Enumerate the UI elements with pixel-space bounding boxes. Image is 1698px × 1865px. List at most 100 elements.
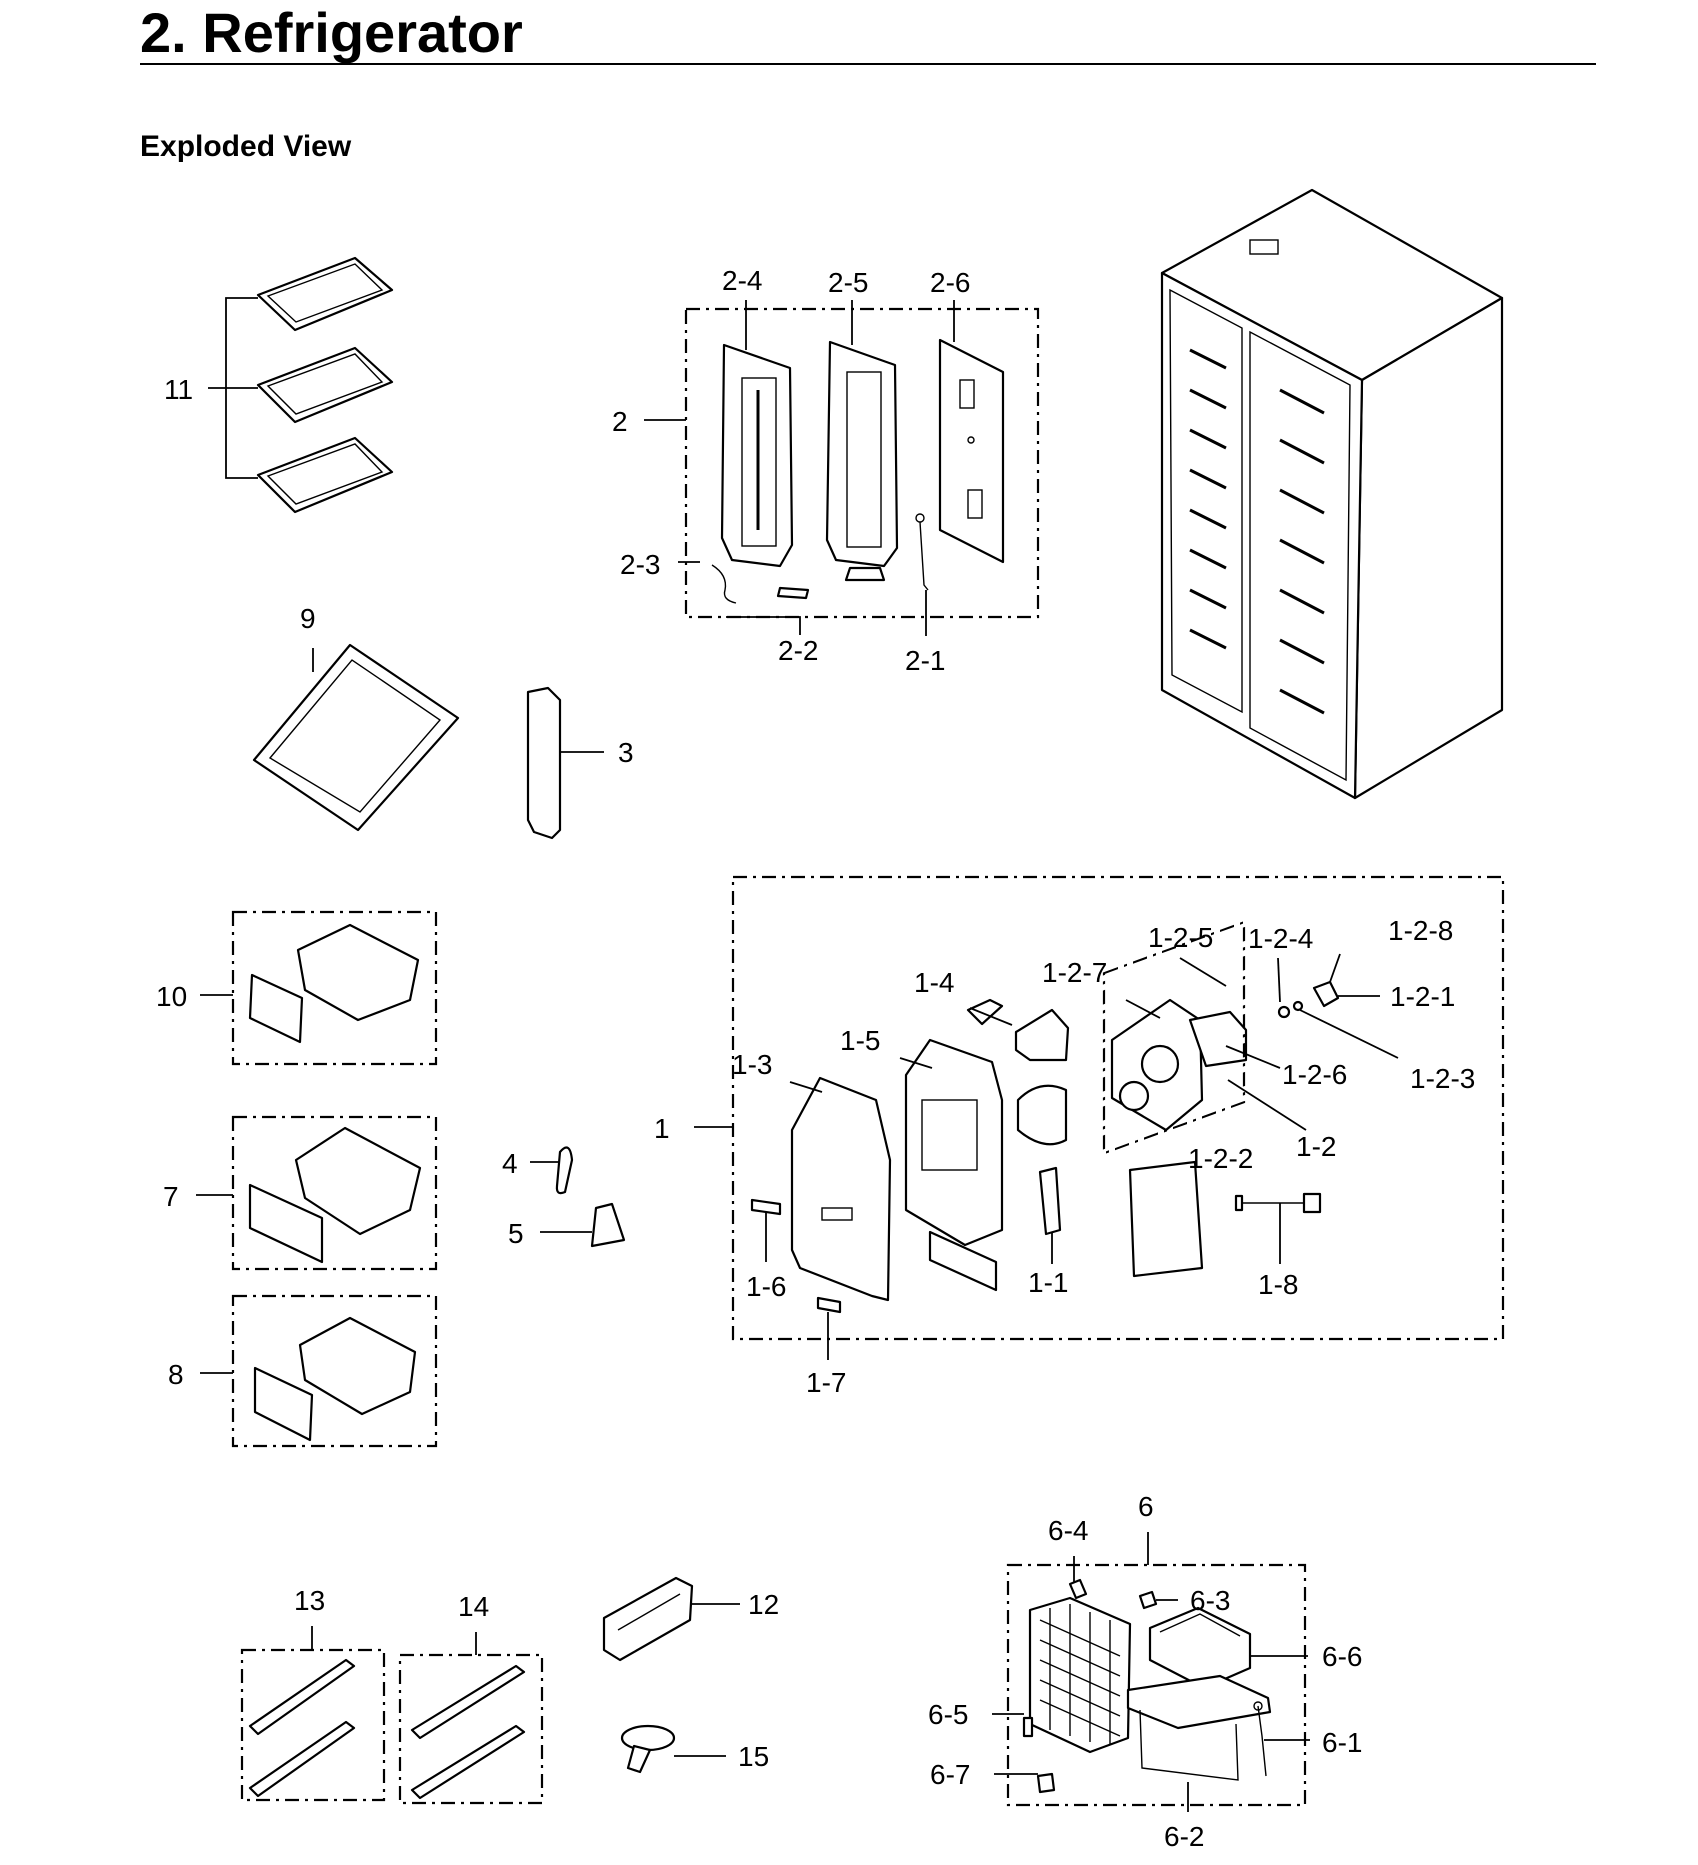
part-1-7 (816, 1296, 842, 1314)
group-box-6 (1006, 1563, 1307, 1807)
group-box-2 (684, 307, 1040, 619)
callout-1-2-2: 1-2-2 (1188, 1143, 1253, 1174)
ice-maker-12 (602, 1576, 694, 1662)
callout-3: 3 (618, 737, 634, 768)
part-1-1 (1038, 1166, 1062, 1236)
guides-14 (410, 1664, 526, 1800)
part-6-3 (1138, 1590, 1158, 1610)
callout-1: 1 (654, 1113, 670, 1144)
callout-2-4: 2-4 (722, 265, 762, 296)
callout-2-2: 2-2 (778, 635, 818, 666)
panel-2-4 (720, 343, 794, 568)
drawer-7 (248, 1126, 422, 1264)
part-6-4 (1068, 1578, 1088, 1600)
part-1-8-wire (1234, 1192, 1322, 1214)
callout-8: 8 (168, 1359, 184, 1390)
callout-2-1: 2-1 (905, 645, 945, 676)
cover-1-5 (904, 1038, 1004, 1247)
callout-1-2-6: 1-2-6 (1282, 1059, 1347, 1090)
callout-6-2: 6-2 (1164, 1821, 1204, 1852)
shelf-bottom (256, 436, 394, 514)
callout-1-3: 1-3 (732, 1049, 772, 1080)
part-1-4 (966, 998, 1070, 1062)
part-4-hook (555, 1146, 574, 1195)
panel-6-6 (1148, 1606, 1252, 1690)
drawer-10 (248, 923, 420, 1044)
rail-part-3 (526, 686, 562, 840)
callout-6-3: 6-3 (1190, 1585, 1230, 1616)
group-box-8 (231, 1294, 438, 1448)
page-title: 2. Refrigerator (140, 1, 523, 64)
fan-shroud (1016, 1084, 1068, 1146)
callout-6-4: 6-4 (1048, 1515, 1088, 1546)
part-2-3-wire (711, 564, 737, 604)
callout-13: 13 (294, 1585, 325, 1616)
group-box-7 (231, 1115, 438, 1271)
part-1-6 (750, 1198, 782, 1216)
callout-6-5: 6-5 (928, 1699, 968, 1730)
callout-12: 12 (748, 1589, 779, 1620)
callout-7: 7 (163, 1181, 179, 1212)
wire-6-1 (1253, 1701, 1267, 1777)
callout-1-4: 1-4 (914, 967, 954, 998)
callout-11: 11 (164, 374, 193, 405)
callout-1-7: 1-7 (806, 1367, 846, 1398)
group-box-1 (731, 875, 1505, 1341)
callout-1-2-5: 1-2-5 (1148, 922, 1213, 953)
cover-1-3 (790, 1076, 892, 1302)
part-1-2-1 (1312, 980, 1340, 1008)
callout-1-2-7: 1-2-7 (1042, 957, 1107, 988)
callout-1-2-3: 1-2-3 (1410, 1063, 1475, 1094)
evaporator-6 (1028, 1596, 1132, 1754)
callout-1-2-1: 1-2-1 (1390, 981, 1455, 1012)
callout-1-6: 1-6 (746, 1271, 786, 1302)
guides-13 (248, 1658, 356, 1798)
shelf-middle (256, 346, 394, 424)
callout-10: 10 (156, 981, 187, 1012)
callout-14: 14 (458, 1591, 489, 1622)
refrigerator-cabinet (1160, 188, 1504, 800)
callout-1-2: 1-2 (1296, 1131, 1336, 1162)
group-box-13 (240, 1648, 386, 1802)
crisper-cover-9 (252, 643, 460, 832)
shelf-top (256, 256, 394, 332)
parts-1-2-4-1-2-3 (1277, 1000, 1304, 1019)
part-6-5 (1022, 1716, 1034, 1738)
callout-5: 5 (508, 1218, 524, 1249)
callout-2: 2 (612, 406, 628, 437)
group-box-14 (398, 1653, 544, 1805)
callout-6-1: 6-1 (1322, 1727, 1362, 1758)
title-rule (140, 63, 1596, 65)
callout-9: 9 (300, 603, 316, 634)
callout-4: 4 (502, 1148, 518, 1179)
callout-1-1: 1-1 (1028, 1267, 1068, 1298)
panel-2-6 (938, 338, 1005, 564)
callout-1-2-8: 1-2-8 (1388, 915, 1453, 946)
callout-1-5: 1-5 (840, 1025, 880, 1056)
part-2-2-clip (776, 586, 810, 600)
panel-2-5 (825, 340, 899, 582)
callout-2-6: 2-6 (930, 267, 970, 298)
callout-15: 15 (738, 1741, 769, 1772)
fan-assembly-1-2 (1110, 998, 1248, 1132)
callout-2-5: 2-5 (828, 267, 868, 298)
knob-15 (620, 1724, 676, 1774)
callout-1-2-4: 1-2-4 (1248, 923, 1313, 954)
cover-1-2-2 (1128, 1160, 1204, 1278)
drawer-8 (253, 1316, 417, 1442)
callout-6: 6 (1138, 1491, 1154, 1522)
callout-1-8: 1-8 (1258, 1269, 1298, 1300)
section-subtitle: Exploded View (140, 130, 352, 163)
callout-6-7: 6-7 (930, 1759, 970, 1790)
part-2-1-wire (915, 513, 929, 591)
group-box-1-2 (1102, 920, 1246, 1155)
part-6-7 (1036, 1772, 1056, 1794)
glass-shelves-group (208, 256, 394, 514)
group-box-10 (231, 910, 438, 1066)
tray-6-2 (1126, 1674, 1272, 1781)
callout-6-6: 6-6 (1322, 1641, 1362, 1672)
plate-1-1-lower (928, 1230, 998, 1292)
callout-2-3: 2-3 (620, 549, 660, 580)
